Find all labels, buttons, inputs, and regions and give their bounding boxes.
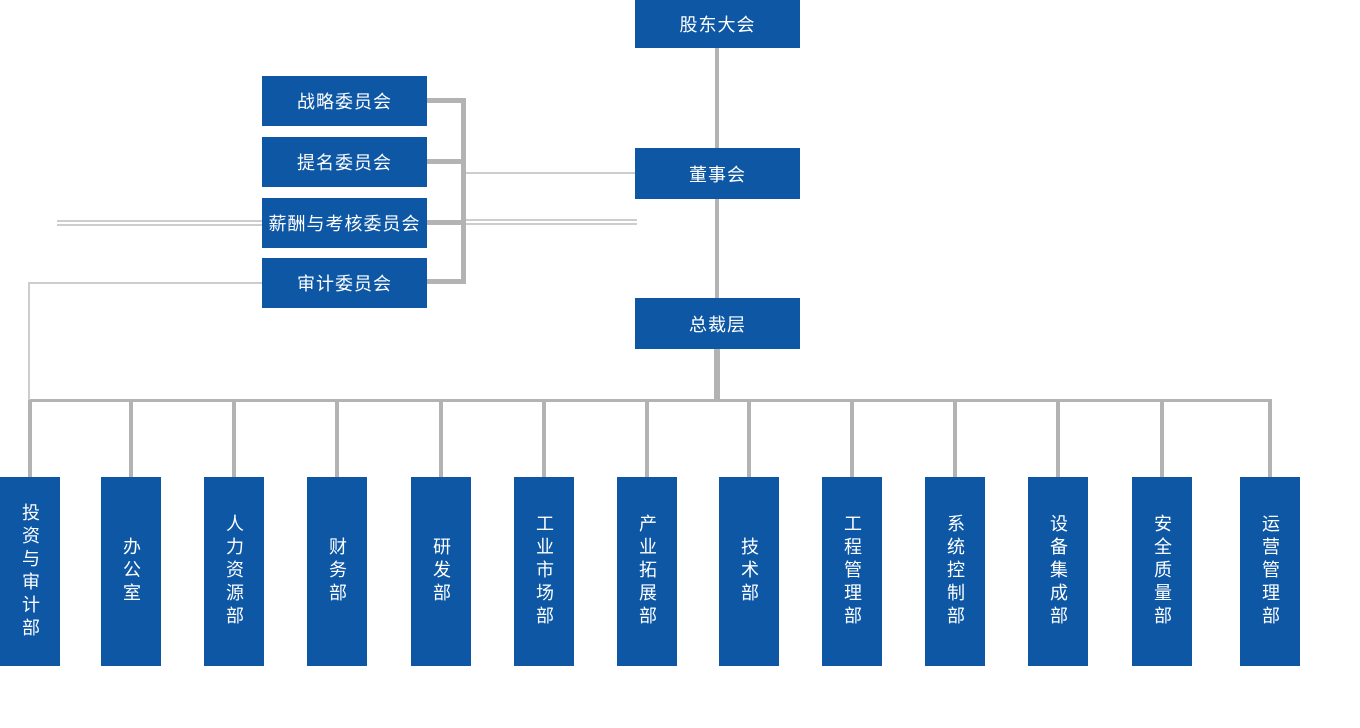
- node-label: 提名委员会: [297, 153, 392, 173]
- node-label: 人力资源部: [224, 514, 244, 629]
- connector-dept-stub-1: [28, 400, 32, 478]
- connector-double-line-left-2: [57, 224, 262, 226]
- node-label: 研发部: [431, 537, 451, 606]
- connector-shareholders-board: [715, 48, 719, 148]
- connector-dept-stub-10: [953, 400, 957, 478]
- connector-board-president: [715, 199, 719, 298]
- node-dept-engineering-management: 工程管理部: [822, 477, 882, 666]
- connector-dept-stub-11: [1056, 400, 1060, 478]
- node-dept-finance: 财务部: [307, 477, 367, 666]
- node-committee-strategy: 战略委员会: [262, 76, 427, 126]
- node-label: 办公室: [121, 537, 141, 606]
- node-committee-nomination: 提名委员会: [262, 137, 427, 187]
- node-label: 战略委员会: [297, 92, 392, 112]
- node-dept-office: 办公室: [101, 477, 161, 666]
- connector-dept-stub-9: [850, 400, 854, 478]
- node-label: 财务部: [327, 537, 347, 606]
- node-dept-research-development: 研发部: [411, 477, 471, 666]
- connector-dept-stub-4: [335, 400, 339, 478]
- node-label: 安全质量部: [1152, 514, 1172, 629]
- connector-double-line-right-2: [466, 223, 637, 225]
- connector-audit-left-vertical: [28, 282, 30, 400]
- node-dept-safety-quality: 安全质量部: [1132, 477, 1192, 666]
- connector-dept-stub-6: [542, 400, 546, 478]
- node-label: 工业市场部: [534, 514, 554, 629]
- connector-committees-board: [466, 172, 635, 174]
- node-label: 技术部: [739, 537, 759, 606]
- connector-committee-stub-compensation: [427, 220, 466, 225]
- node-label: 董事会: [689, 164, 746, 185]
- node-label: 工程管理部: [842, 514, 862, 629]
- node-board-of-directors: 董事会: [635, 148, 800, 199]
- connector-dept-stub-8: [747, 400, 751, 478]
- connector-dept-stub-12: [1160, 400, 1164, 478]
- node-label: 股东大会: [679, 15, 756, 35]
- node-dept-technology: 技术部: [719, 477, 779, 666]
- node-committee-audit: 审计委员会: [262, 258, 427, 308]
- connector-double-line-right-1: [466, 219, 637, 221]
- node-dept-investment-audit: 投资与审计部: [0, 477, 60, 666]
- connector-dept-stub-3: [232, 400, 236, 478]
- connector-committee-rail: [461, 98, 466, 284]
- node-label: 薪酬与考核委员会: [268, 214, 421, 234]
- node-dept-operations-management: 运营管理部: [1240, 477, 1300, 666]
- node-dept-equipment-integration: 设备集成部: [1028, 477, 1088, 666]
- connector-audit-left-horizontal: [29, 282, 262, 284]
- connector-dept-stub-13: [1268, 400, 1272, 478]
- node-dept-human-resources: 人力资源部: [204, 477, 264, 666]
- connector-committee-stub-audit: [427, 279, 466, 284]
- connector-president-trunk: [714, 349, 720, 401]
- node-label: 总裁层: [689, 314, 746, 335]
- node-dept-industry-expansion: 产业拓展部: [617, 477, 677, 666]
- node-label: 系统控制部: [945, 514, 965, 629]
- connector-dept-stub-7: [645, 400, 649, 478]
- node-dept-industrial-market: 工业市场部: [514, 477, 574, 666]
- node-committee-compensation: 薪酬与考核委员会: [262, 198, 427, 248]
- node-label: 投资与审计部: [20, 502, 40, 641]
- node-label: 产业拓展部: [637, 514, 657, 629]
- connector-committee-stub-nomination: [427, 159, 466, 164]
- connector-committee-stub-strategy: [427, 98, 466, 103]
- node-label: 运营管理部: [1260, 514, 1280, 629]
- connector-distribution-line: [28, 399, 1272, 402]
- connector-dept-stub-5: [439, 400, 443, 478]
- node-label: 审计委员会: [297, 274, 392, 294]
- connector-double-line-left-1: [57, 220, 262, 222]
- node-label: 设备集成部: [1048, 514, 1068, 629]
- node-dept-system-control: 系统控制部: [925, 477, 985, 666]
- connector-dept-stub-2: [129, 400, 133, 478]
- node-president-level: 总裁层: [635, 298, 800, 349]
- node-shareholders-meeting: 股东大会: [635, 0, 800, 48]
